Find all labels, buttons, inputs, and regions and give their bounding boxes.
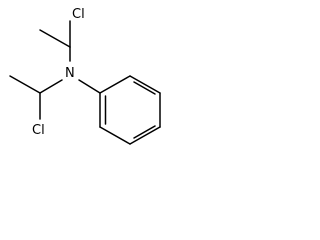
bond-bottom-n (39, 79, 63, 94)
cl-bottom-bg (31, 121, 52, 138)
nitrogen-label: N (65, 66, 75, 81)
atom-labels: Cl N Cl (31, 5, 91, 138)
bond-methyl-bottom (9, 75, 41, 94)
bond-methyl-top (39, 29, 71, 48)
n-bg (63, 63, 78, 80)
chlorine-top-label: Cl (72, 7, 85, 22)
bond-layer (9, 20, 161, 145)
ring-double-bond-3 (133, 81, 156, 95)
ring-double-bond-2 (133, 125, 156, 139)
ring-bond-2 (99, 126, 131, 145)
chlorine-bottom-label: Cl (32, 123, 45, 138)
ring-bond-3 (129, 126, 161, 145)
structure-diagram: Cl N Cl (9, 5, 161, 145)
ring-bond-6 (99, 75, 131, 94)
cl-top-bg (71, 5, 91, 22)
ring-bond-5 (129, 75, 161, 94)
bond-n-phenyl (78, 79, 101, 94)
